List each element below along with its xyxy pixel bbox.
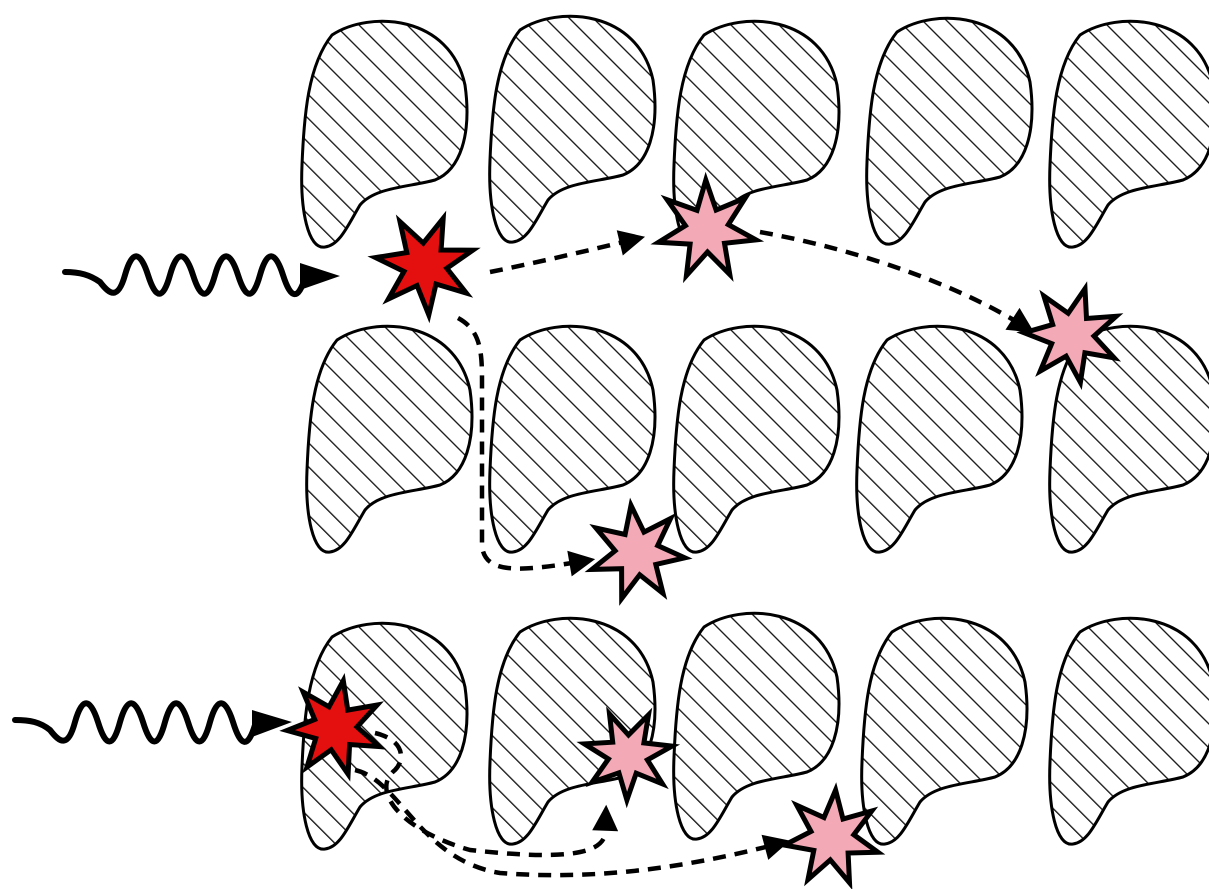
- particle: [1050, 618, 1209, 844]
- particle: [862, 618, 1027, 844]
- particle: [302, 21, 467, 247]
- particle: [674, 326, 839, 552]
- particle: [867, 18, 1032, 244]
- particle: [857, 326, 1022, 552]
- secondary-star: [592, 505, 685, 598]
- incoming-wave-bottom: [15, 703, 262, 742]
- incoming-waves: [15, 256, 340, 742]
- particle: [307, 326, 472, 552]
- particle: [674, 613, 839, 839]
- particle-grid: [302, 16, 1209, 849]
- wave-arrowhead-bottom: [252, 710, 292, 737]
- particle: [490, 16, 655, 242]
- wave-arrowhead-top: [300, 263, 340, 290]
- primary-star-top: [376, 218, 473, 315]
- transfer-path-2: [760, 232, 1030, 330]
- particle: [1050, 21, 1209, 247]
- incoming-wave-top: [65, 256, 312, 294]
